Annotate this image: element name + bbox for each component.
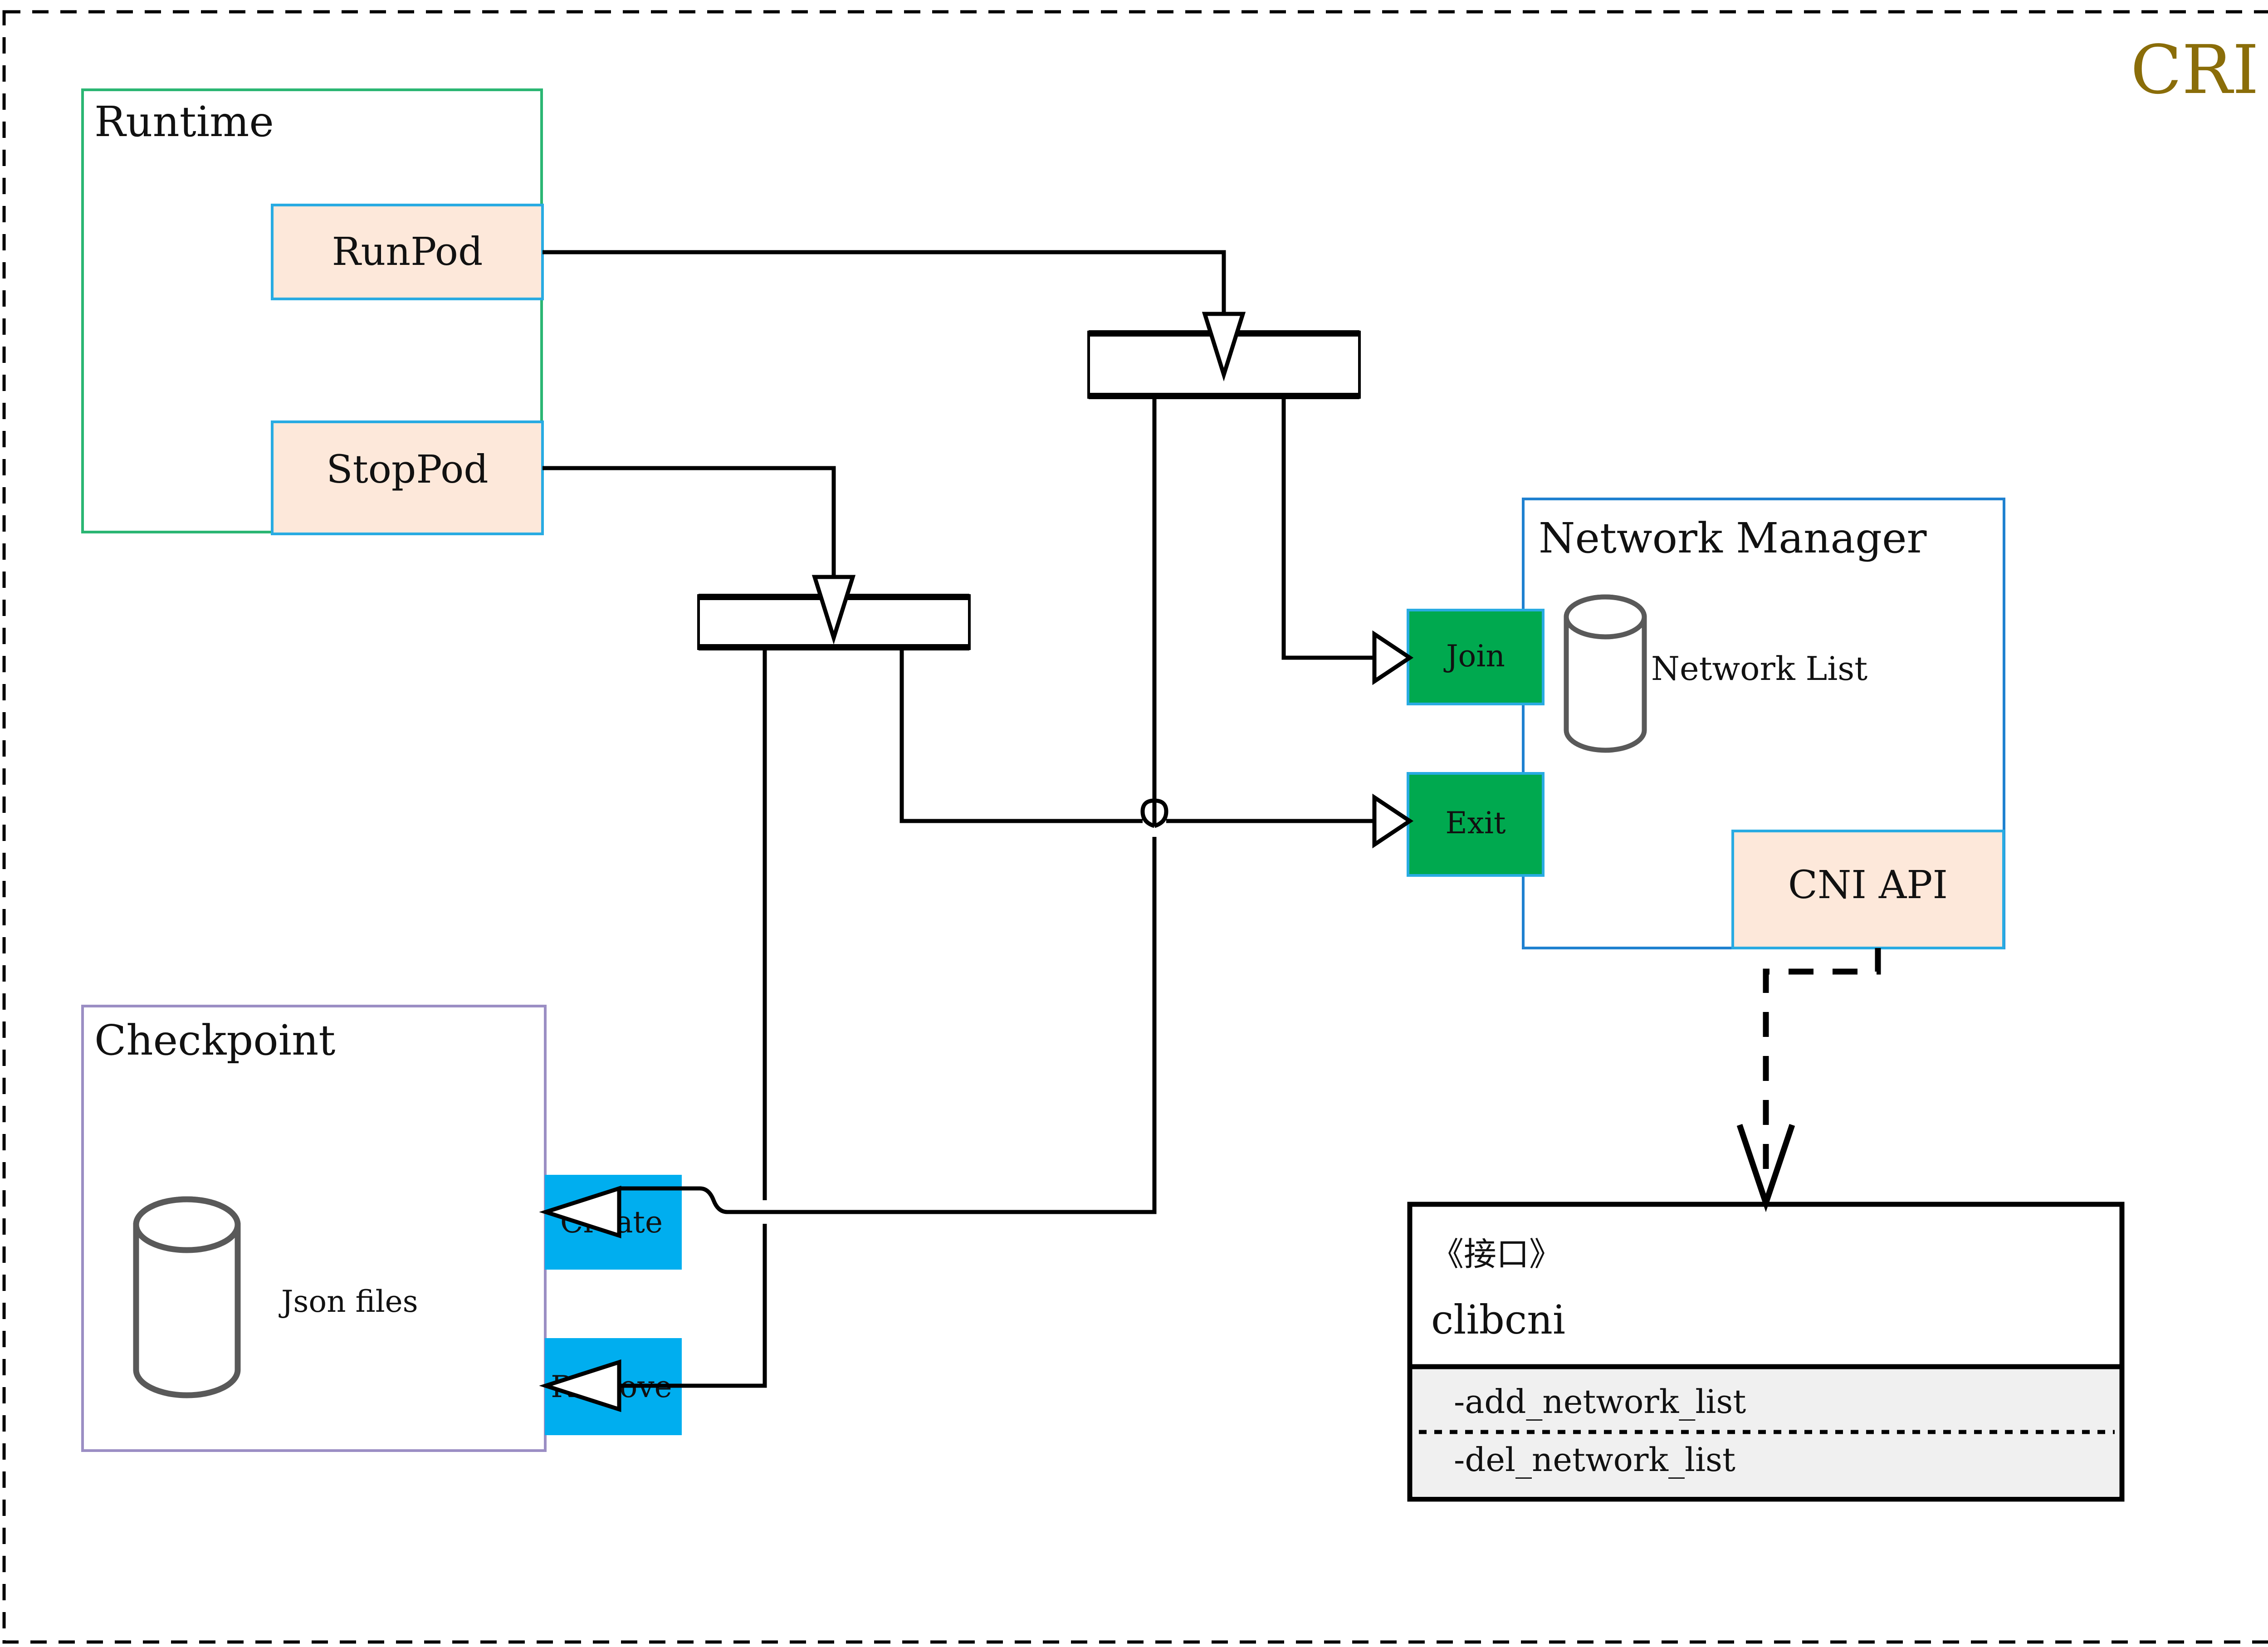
edge-cni-api-to-clibcni-arrowhead <box>1736 1124 1795 1212</box>
edge-fork-runpod-to-join <box>1281 397 1374 660</box>
edge-fork-stoppod-to-exit-arrowhead <box>1372 793 1414 849</box>
network-list-label: Network List <box>1651 650 1867 688</box>
node-cni-api[interactable] <box>1731 830 2005 949</box>
interface-method-0: -add_network_list <box>1454 1383 1746 1421</box>
edge-fork-stoppod-to-remove <box>619 649 767 1388</box>
page-dashed-border <box>2 10 2268 1644</box>
edge-fork-stoppod-to-exit <box>899 649 1143 823</box>
group-runtime-label: Runtime <box>94 98 274 146</box>
group-network-manager-label: Network Manager <box>1539 514 1927 562</box>
group-checkpoint-label: Checkpoint <box>94 1016 335 1065</box>
node-cni-api-label: CNI API <box>1788 863 1948 908</box>
node-exit-label: Exit <box>1445 806 1505 841</box>
edge-stoppod-to-fork <box>543 466 836 577</box>
edge-cni-api-to-clibcni <box>1763 948 1881 1184</box>
edge-fork-stoppod-to-remove-arrowhead <box>539 1359 621 1412</box>
interface-name: clibcni <box>1431 1296 1565 1343</box>
interface-method-1: -del_network_list <box>1454 1441 1735 1479</box>
edge-fork-runpod-to-create <box>619 397 1157 1214</box>
edge-hop-exit-crossing <box>1140 798 1168 828</box>
node-runpod[interactable] <box>271 204 544 300</box>
edge-runpod-to-fork-arrowhead <box>1202 312 1246 382</box>
edge-fork-runpod-to-join-arrowhead <box>1372 630 1414 685</box>
node-exit[interactable] <box>1407 772 1545 877</box>
node-stoppod-label: StopPod <box>326 447 488 492</box>
json-files-cylinder-icon <box>133 1196 241 1398</box>
edge-runpod-to-fork <box>543 250 1226 314</box>
json-files-label: Json files <box>279 1284 418 1319</box>
node-stoppod[interactable] <box>271 420 544 535</box>
node-join-label: Join <box>1443 639 1505 674</box>
page-title: CRI <box>2131 31 2259 109</box>
network-list-cylinder-icon <box>1564 594 1647 753</box>
node-runpod-label: RunPod <box>332 230 483 274</box>
edge-fork-runpod-to-create-arrowhead <box>539 1185 621 1239</box>
edge-stoppod-to-fork-arrowhead <box>811 575 856 645</box>
interface-stereotype: 《接口》 <box>1431 1235 1562 1273</box>
